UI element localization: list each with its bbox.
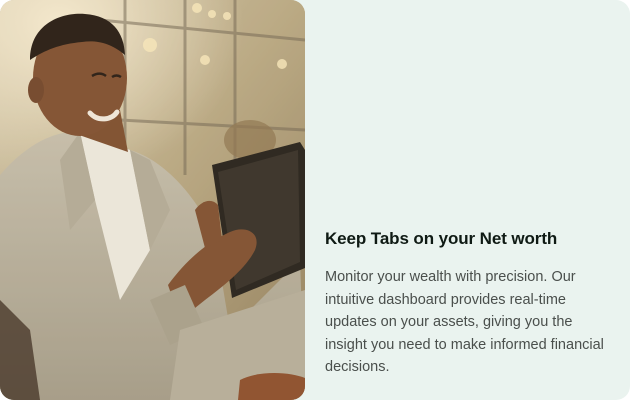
feature-description: Monitor your wealth with precision. Our … (325, 269, 604, 375)
feature-text: Keep Tabs on your Net worth Monitor your… (325, 228, 610, 379)
feature-photo (0, 0, 305, 400)
feature-title: Keep Tabs on your Net worth (325, 229, 558, 248)
